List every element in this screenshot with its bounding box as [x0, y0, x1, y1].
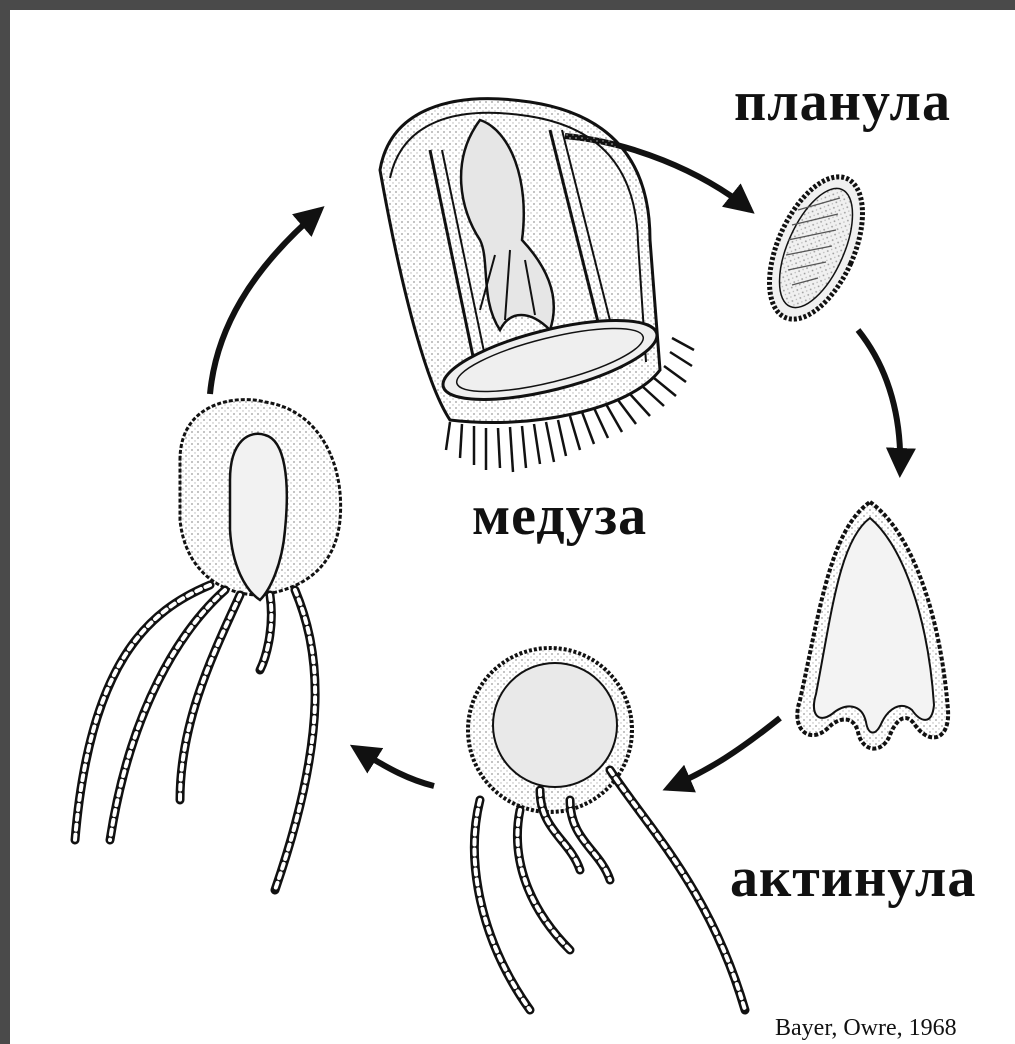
- juvenile-medusa-illustration: [75, 400, 341, 890]
- life-cycle-diagram: планула медуза актинула Bayer, Owre, 196…: [10, 10, 1015, 1044]
- arrow-actinula-to-juvenile: [355, 748, 434, 786]
- arrow-juvenile-to-medusa: [210, 210, 320, 394]
- planula-illustration: [750, 163, 881, 333]
- actinula-illustration: [468, 648, 745, 1010]
- arrow-planula-to-cone: [858, 330, 900, 472]
- cone-larva-illustration: [797, 502, 948, 749]
- arrow-cone-to-actinula: [668, 718, 780, 788]
- actinula-label: актинула: [730, 846, 976, 910]
- medusa-label: медуза: [472, 484, 647, 548]
- source-credit: Bayer, Owre, 1968: [775, 1015, 957, 1042]
- planula-label: планула: [734, 70, 951, 134]
